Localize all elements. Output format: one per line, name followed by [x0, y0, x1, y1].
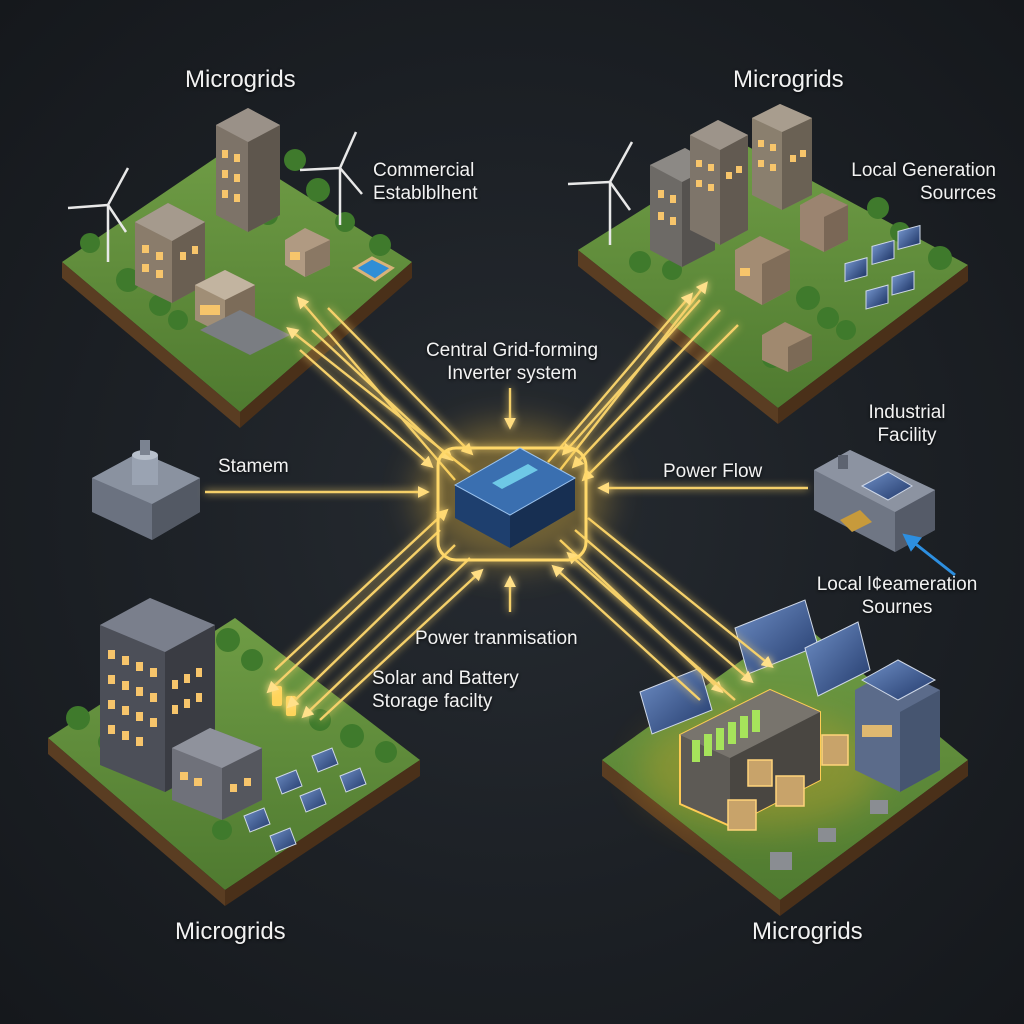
factory-building-br: [855, 659, 940, 792]
local-generation-label: Local Generation Sourrces: [851, 160, 996, 206]
office-building-tr3: [752, 104, 812, 210]
commercial-label-line1: Commercial: [373, 160, 475, 181]
stamem-label: Stamem: [218, 456, 289, 477]
house-tr: [735, 236, 790, 305]
local-gen-label-line1: Local Generation: [851, 160, 996, 181]
power-flow-label: Power Flow: [663, 461, 763, 482]
microgrid-bottom-right: [602, 599, 968, 916]
local-gen2-label-line1: Local Ɩ¢eameration: [816, 574, 978, 595]
wind-turbine-icon: [299, 131, 363, 225]
microgrids-label-bottom-left: Microgrids: [175, 918, 286, 945]
commercial-label-line2: Establblhent: [373, 182, 478, 204]
central-label-line1: Central Grid-forming: [425, 340, 599, 361]
microgrid-bottom-left: [48, 598, 420, 906]
solar-battery-storage-label: Solar and Battery Storage facilty: [372, 668, 519, 714]
substation-icon: [92, 440, 200, 540]
battery-crates-br: [727, 734, 849, 831]
industrial-label-line2: Facility: [877, 424, 937, 446]
solar-battery-label-line1: Solar and Battery: [372, 668, 519, 689]
wind-turbine-icon: [67, 167, 130, 262]
microgrids-label-top-left: Microgrids: [185, 66, 296, 93]
central-inverter-label: Central Grid-forming Inverter system: [412, 340, 612, 386]
house-tr3: [762, 322, 812, 372]
house-tl: [285, 228, 330, 277]
microgrid-top-right: [567, 104, 968, 424]
industrial-facility-label: Industrial Facility: [852, 402, 962, 448]
commercial-establishment-label: Commercial Establblhent: [373, 160, 478, 206]
power-lines: [205, 281, 808, 721]
industrial-label-line1: Industrial: [868, 402, 946, 423]
blue-arrow-icon: [902, 533, 956, 577]
local-gen-label-line2: Sourrces: [919, 182, 996, 204]
apartment-building-tl: [135, 203, 205, 303]
industrial-facility: [814, 450, 935, 552]
microgrid-top-left: [62, 108, 412, 428]
wind-turbine-icon: [567, 141, 634, 245]
solar-panel-icon: [639, 599, 871, 735]
office-building-tr2: [690, 120, 748, 245]
microgrids-label-bottom-right: Microgrids: [752, 918, 863, 945]
power-transmission-label: Power tranmisation: [415, 628, 578, 649]
office-building-tl: [216, 108, 280, 232]
solar-battery-label-line2: Storage facilty: [372, 690, 493, 712]
local-gen2-label-line2: Sournes: [861, 596, 933, 618]
local-generation-label-2: Local Ɩ¢eameration Sournes: [800, 574, 994, 620]
house-tr2: [800, 193, 848, 252]
low-building-bl: [172, 728, 262, 820]
equipment-br: [770, 800, 888, 870]
solar-panel-icon: [243, 747, 367, 853]
central-label-line2: Inverter system: [447, 362, 577, 384]
microgrids-label-top-right: Microgrids: [733, 66, 844, 93]
inverter-icon: [453, 447, 577, 548]
solar-panel-icon: [844, 224, 921, 310]
